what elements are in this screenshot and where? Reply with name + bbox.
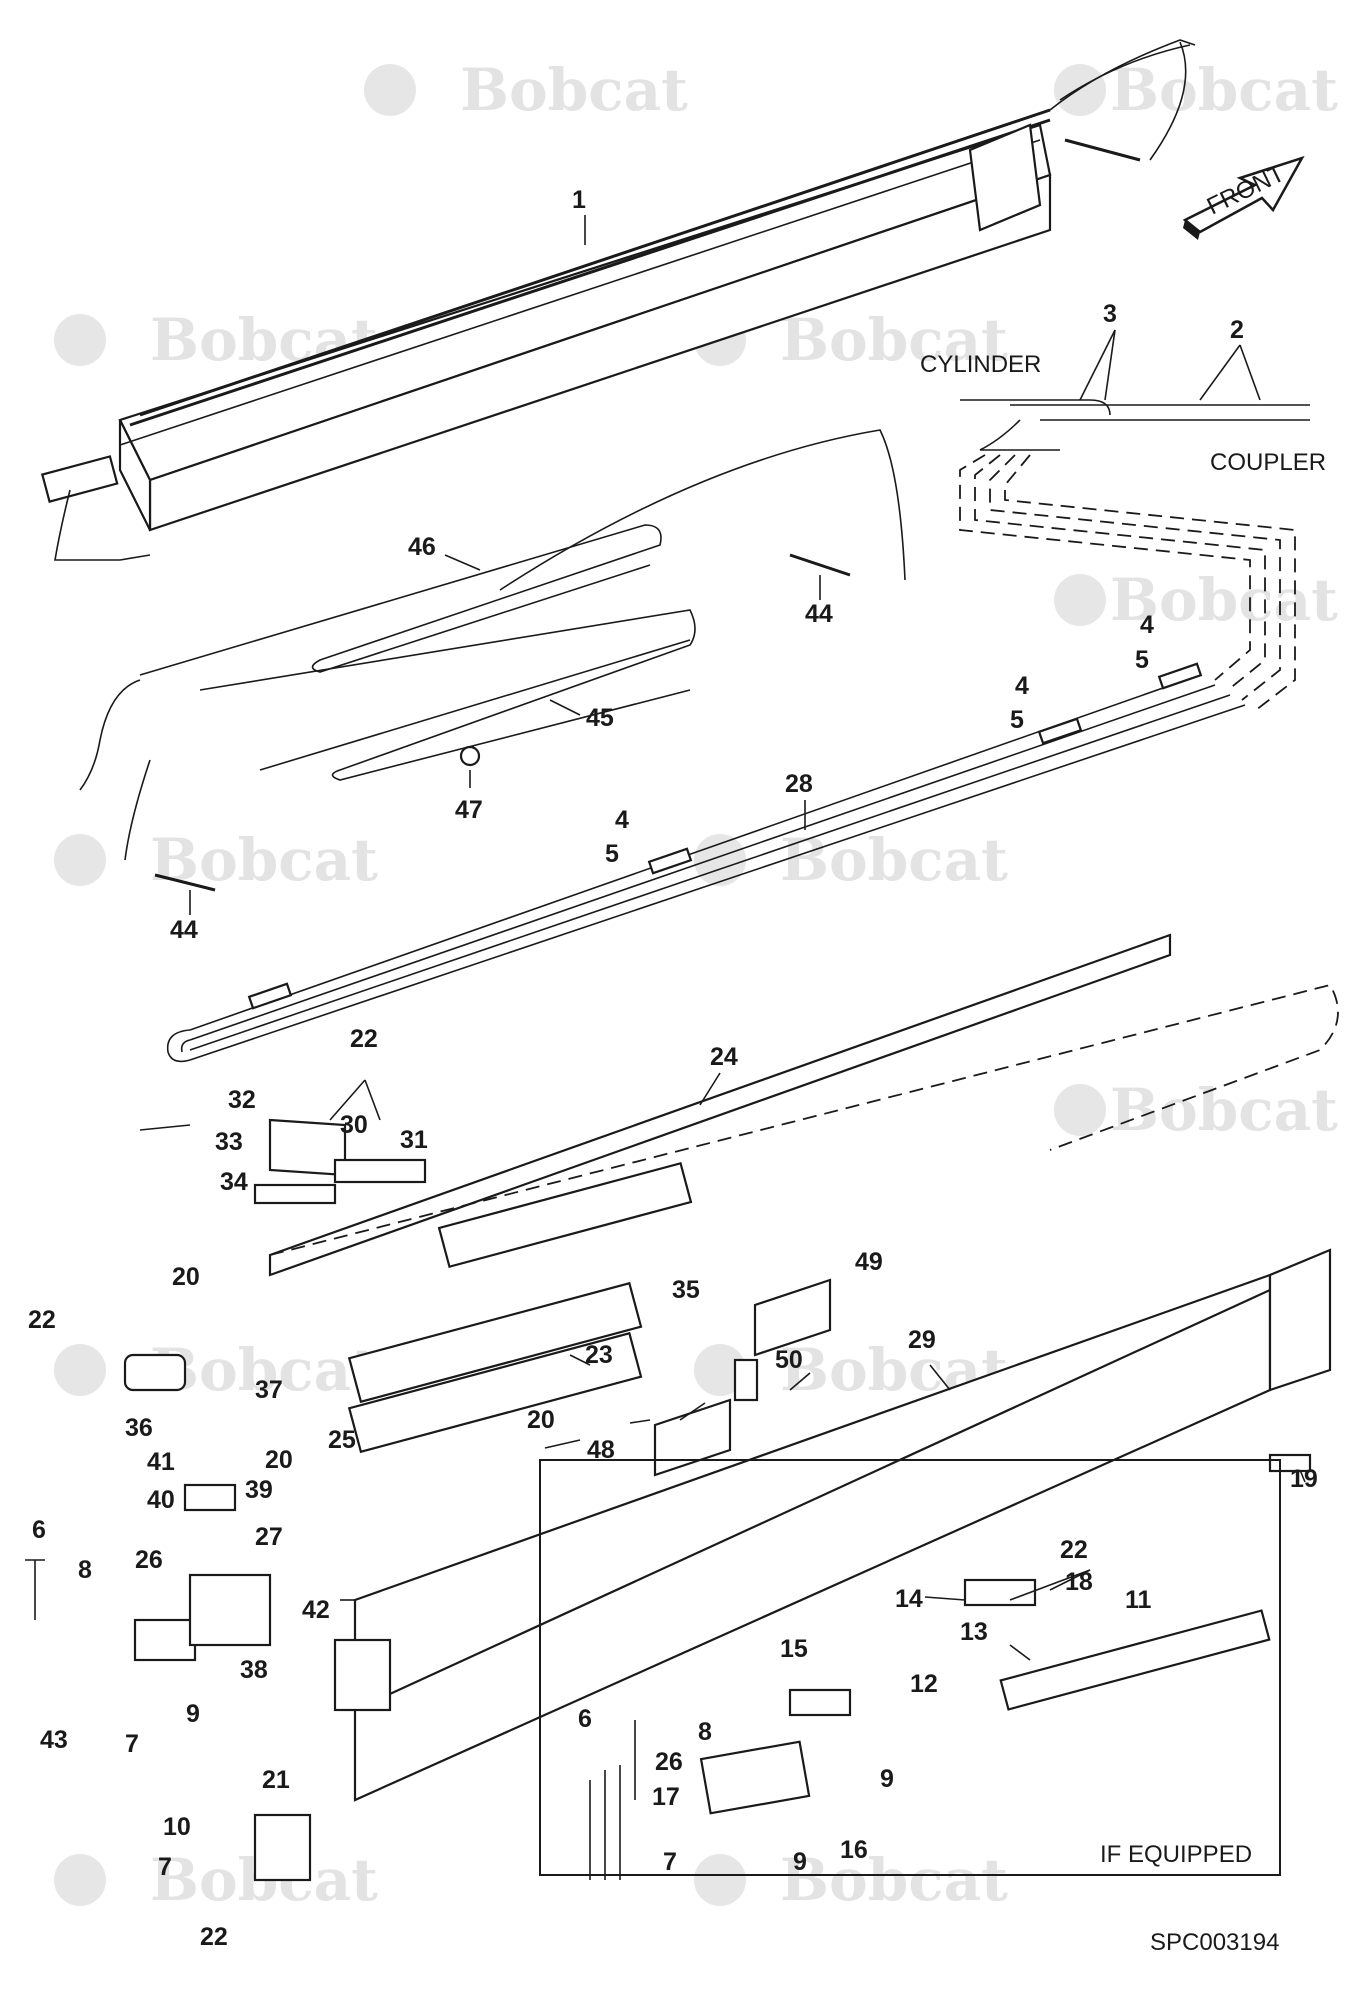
callout-10: 10 xyxy=(163,1813,191,1841)
harness-loops xyxy=(79,429,906,892)
callout-26: 26 xyxy=(655,1748,683,1776)
callout-4: 4 xyxy=(1140,611,1154,639)
callout-8: 8 xyxy=(78,1556,92,1584)
callout-49: 49 xyxy=(855,1248,883,1276)
callout-39: 39 xyxy=(245,1476,273,1504)
callout-18: 18 xyxy=(1065,1568,1093,1596)
callout-20: 20 xyxy=(265,1446,293,1474)
callout-5: 5 xyxy=(1135,646,1149,674)
callout-5: 5 xyxy=(605,840,619,868)
callout-20: 20 xyxy=(172,1263,200,1291)
callout-27: 27 xyxy=(255,1523,283,1551)
callout-46: 46 xyxy=(408,533,436,561)
callout-4: 4 xyxy=(615,806,629,834)
tube-bundle xyxy=(166,662,1246,1063)
coupler-cylinder-hoses xyxy=(959,399,1310,711)
callout-31: 31 xyxy=(400,1126,428,1154)
drawing-code: SPC003194 xyxy=(1150,1929,1279,1956)
callout-6: 6 xyxy=(578,1705,592,1733)
callout-23: 23 xyxy=(585,1341,613,1369)
watermark-text: Bobcat xyxy=(780,306,1008,374)
if-equipped-label: IF EQUIPPED xyxy=(1100,1841,1252,1868)
callout-29: 29 xyxy=(908,1326,936,1354)
watermark-text: Bobcat xyxy=(1110,1076,1338,1144)
cylinder-label: CYLINDER xyxy=(920,351,1041,378)
callout-33: 33 xyxy=(215,1128,243,1156)
callout-25: 25 xyxy=(328,1426,356,1454)
callout-17: 17 xyxy=(652,1783,680,1811)
callout-4: 4 xyxy=(1015,672,1029,700)
callout-13: 13 xyxy=(960,1618,988,1646)
callout-9: 9 xyxy=(186,1700,200,1728)
callout-36: 36 xyxy=(125,1414,153,1442)
callout-9: 9 xyxy=(793,1848,807,1876)
watermark-text: Bobcat xyxy=(1110,566,1338,634)
leader-lines xyxy=(189,215,1306,1661)
watermark-text: Bobcat xyxy=(1110,56,1338,124)
callout-40: 40 xyxy=(147,1486,175,1514)
callout-32: 32 xyxy=(228,1086,256,1114)
callout-35: 35 xyxy=(672,1276,700,1304)
callout-7: 7 xyxy=(158,1853,172,1881)
callout-50: 50 xyxy=(775,1346,803,1374)
boom-channel xyxy=(268,933,1339,1802)
callout-12: 12 xyxy=(910,1670,938,1698)
callout-15: 15 xyxy=(780,1635,808,1663)
callout-8: 8 xyxy=(698,1718,712,1746)
watermark-text: Bobcat xyxy=(460,56,688,124)
callout-11: 11 xyxy=(1125,1586,1152,1614)
callout-9: 9 xyxy=(880,1765,894,1793)
callout-43: 43 xyxy=(40,1726,68,1754)
chain-links xyxy=(347,1161,1312,1711)
watermark-text: Bobcat xyxy=(780,1846,1008,1914)
front-arrow-icon: FRONT xyxy=(1182,155,1305,240)
callout-44: 44 xyxy=(805,600,833,628)
callout-14: 14 xyxy=(895,1585,923,1613)
callout-45: 45 xyxy=(586,704,614,732)
callout-37: 37 xyxy=(255,1376,283,1404)
callout-16: 16 xyxy=(840,1836,868,1864)
callout-26: 26 xyxy=(135,1546,163,1574)
callout-22: 22 xyxy=(1060,1536,1088,1564)
callout-38: 38 xyxy=(240,1656,268,1684)
callout-20: 20 xyxy=(527,1406,555,1434)
callout-28: 28 xyxy=(785,770,813,798)
callout-7: 7 xyxy=(125,1730,139,1758)
callout-22: 22 xyxy=(28,1306,56,1334)
callout-7: 7 xyxy=(663,1848,677,1876)
watermark-text: Bobcat xyxy=(150,1336,378,1404)
callout-6: 6 xyxy=(32,1516,46,1544)
callout-21: 21 xyxy=(262,1766,290,1794)
callout-3: 3 xyxy=(1103,300,1117,328)
callout-44: 44 xyxy=(170,916,198,944)
coupler-label: COUPLER xyxy=(1210,449,1326,476)
callout-47: 47 xyxy=(455,796,483,824)
callout-30: 30 xyxy=(340,1111,368,1139)
callout-22: 22 xyxy=(350,1025,378,1053)
callout-1: 1 xyxy=(572,186,586,214)
callout-48: 48 xyxy=(587,1436,615,1464)
callout-5: 5 xyxy=(1010,706,1024,734)
callout-19: 19 xyxy=(1290,1465,1318,1493)
callout-numbers: 1 3 2 46 44 45 47 44 4 5 4 5 28 4 5 22 2… xyxy=(28,186,1318,1951)
callout-22: 22 xyxy=(200,1923,228,1951)
callout-42: 42 xyxy=(302,1596,330,1624)
callout-41: 41 xyxy=(147,1448,175,1476)
watermark-text: Bobcat xyxy=(780,826,1008,894)
callout-2: 2 xyxy=(1230,316,1244,344)
if-equipped-inset xyxy=(539,1459,1281,1880)
bracket-hardware xyxy=(25,1118,427,1882)
callout-24: 24 xyxy=(710,1043,738,1071)
callout-34: 34 xyxy=(220,1168,248,1196)
front-label: FRONT xyxy=(1203,160,1289,221)
boom-assembly xyxy=(40,39,1196,561)
